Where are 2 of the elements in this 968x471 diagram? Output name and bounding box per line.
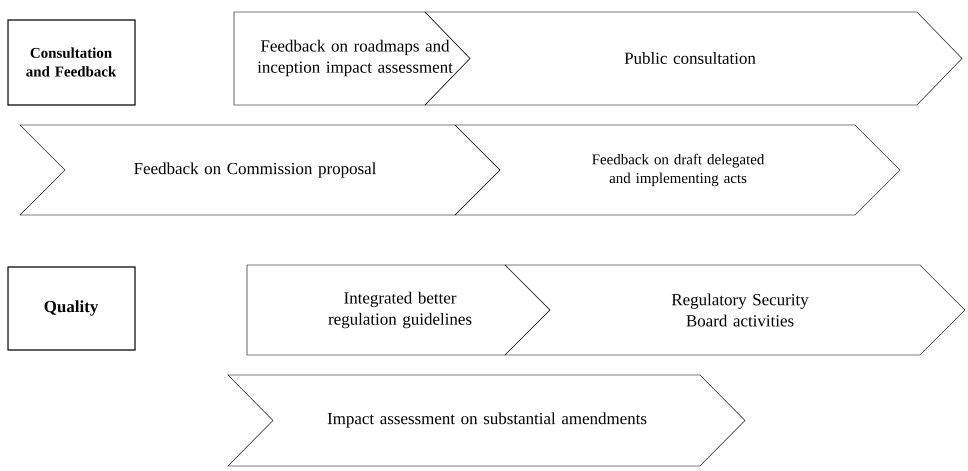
category-box: Consultation and Feedback bbox=[7, 19, 136, 106]
category-box: Quality bbox=[7, 266, 136, 351]
